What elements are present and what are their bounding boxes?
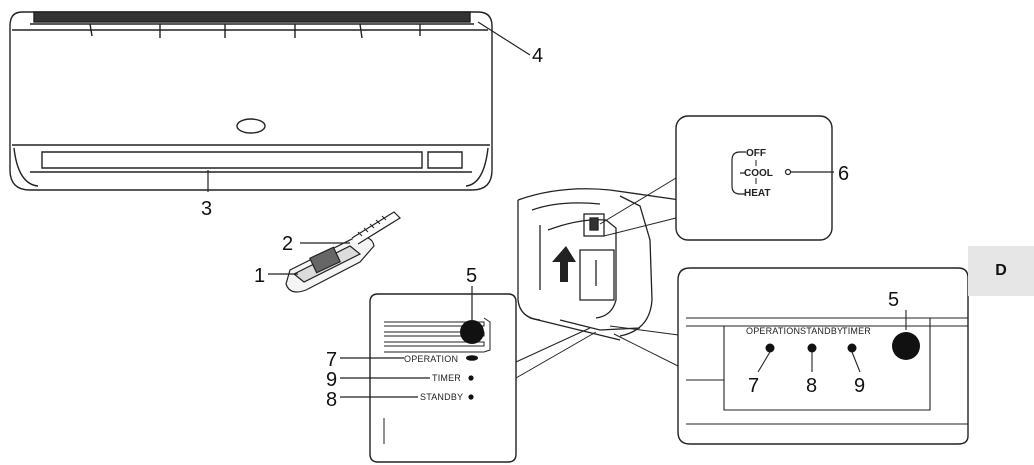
switch-off: OFF <box>746 148 766 159</box>
left-label-operation: OPERATION <box>404 354 458 364</box>
callout-9-left: 9 <box>326 369 337 391</box>
switch-heat: HEAT <box>744 188 770 199</box>
zoom-line-switch <box>599 177 677 237</box>
callout-1: 1 <box>254 265 265 287</box>
lift-arrow-icon <box>552 246 576 282</box>
right-label-timer: TIMER <box>842 326 871 336</box>
left-label-standby: STANDBY <box>420 392 463 402</box>
callout-9-right: 9 <box>854 375 865 397</box>
right-label-operation: OPERATION <box>746 326 800 336</box>
callout-6: 6 <box>838 163 849 185</box>
zoom-line-right <box>609 325 687 371</box>
right-label-standby: STANDBY <box>800 326 843 336</box>
right-indicator-box: OPERATION STANDBY TIMER <box>677 267 969 445</box>
callout-3: 3 <box>201 198 212 220</box>
callout-4: 4 <box>532 45 543 67</box>
unit-side-view <box>517 188 681 341</box>
callout-7-left: 7 <box>326 349 337 371</box>
callout-8-left: 8 <box>326 389 337 411</box>
callout-5-left: 5 <box>466 265 477 287</box>
indoor-unit <box>9 11 493 191</box>
section-tab-d: D <box>968 246 1034 296</box>
left-indicator-box: OPERATION TIMER STANDBY <box>369 293 517 463</box>
zoom-line-left <box>515 327 597 379</box>
left-label-timer: TIMER <box>432 373 461 383</box>
remote-control <box>285 211 401 293</box>
leader-line-4 <box>477 21 531 56</box>
callout-8-right: 8 <box>806 375 817 397</box>
switch-detail-box: OFF COOL HEAT <box>675 115 834 241</box>
switch-cool: COOL <box>744 168 773 179</box>
callout-2: 2 <box>282 233 293 255</box>
callout-5-right: 5 <box>888 289 899 311</box>
callout-7-right: 7 <box>748 375 759 397</box>
